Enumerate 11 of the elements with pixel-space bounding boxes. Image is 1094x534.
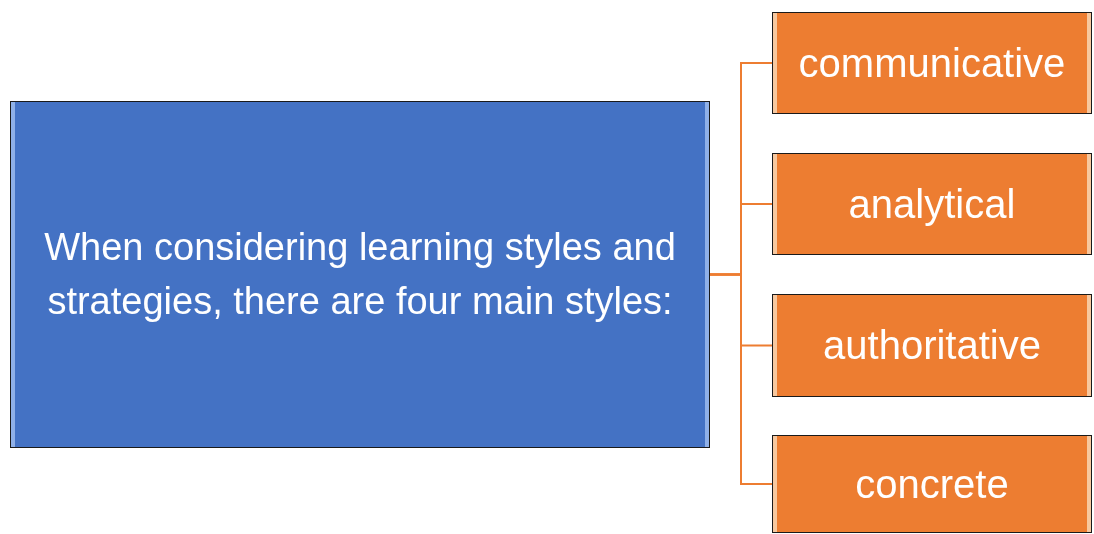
style-label: authoritative xyxy=(822,323,1042,368)
style-box xyxy=(772,12,1092,114)
style-box xyxy=(772,435,1092,533)
description-text: When considering learning styles and strategies, there are four main styles: xyxy=(43,225,677,324)
style-label: analytical xyxy=(847,181,1017,227)
connector-line xyxy=(709,273,773,485)
style-box xyxy=(772,153,1092,255)
main-box xyxy=(10,101,710,448)
style-label: communicative xyxy=(797,40,1067,86)
style-box xyxy=(772,294,1092,397)
style-label: concrete xyxy=(854,461,1010,507)
